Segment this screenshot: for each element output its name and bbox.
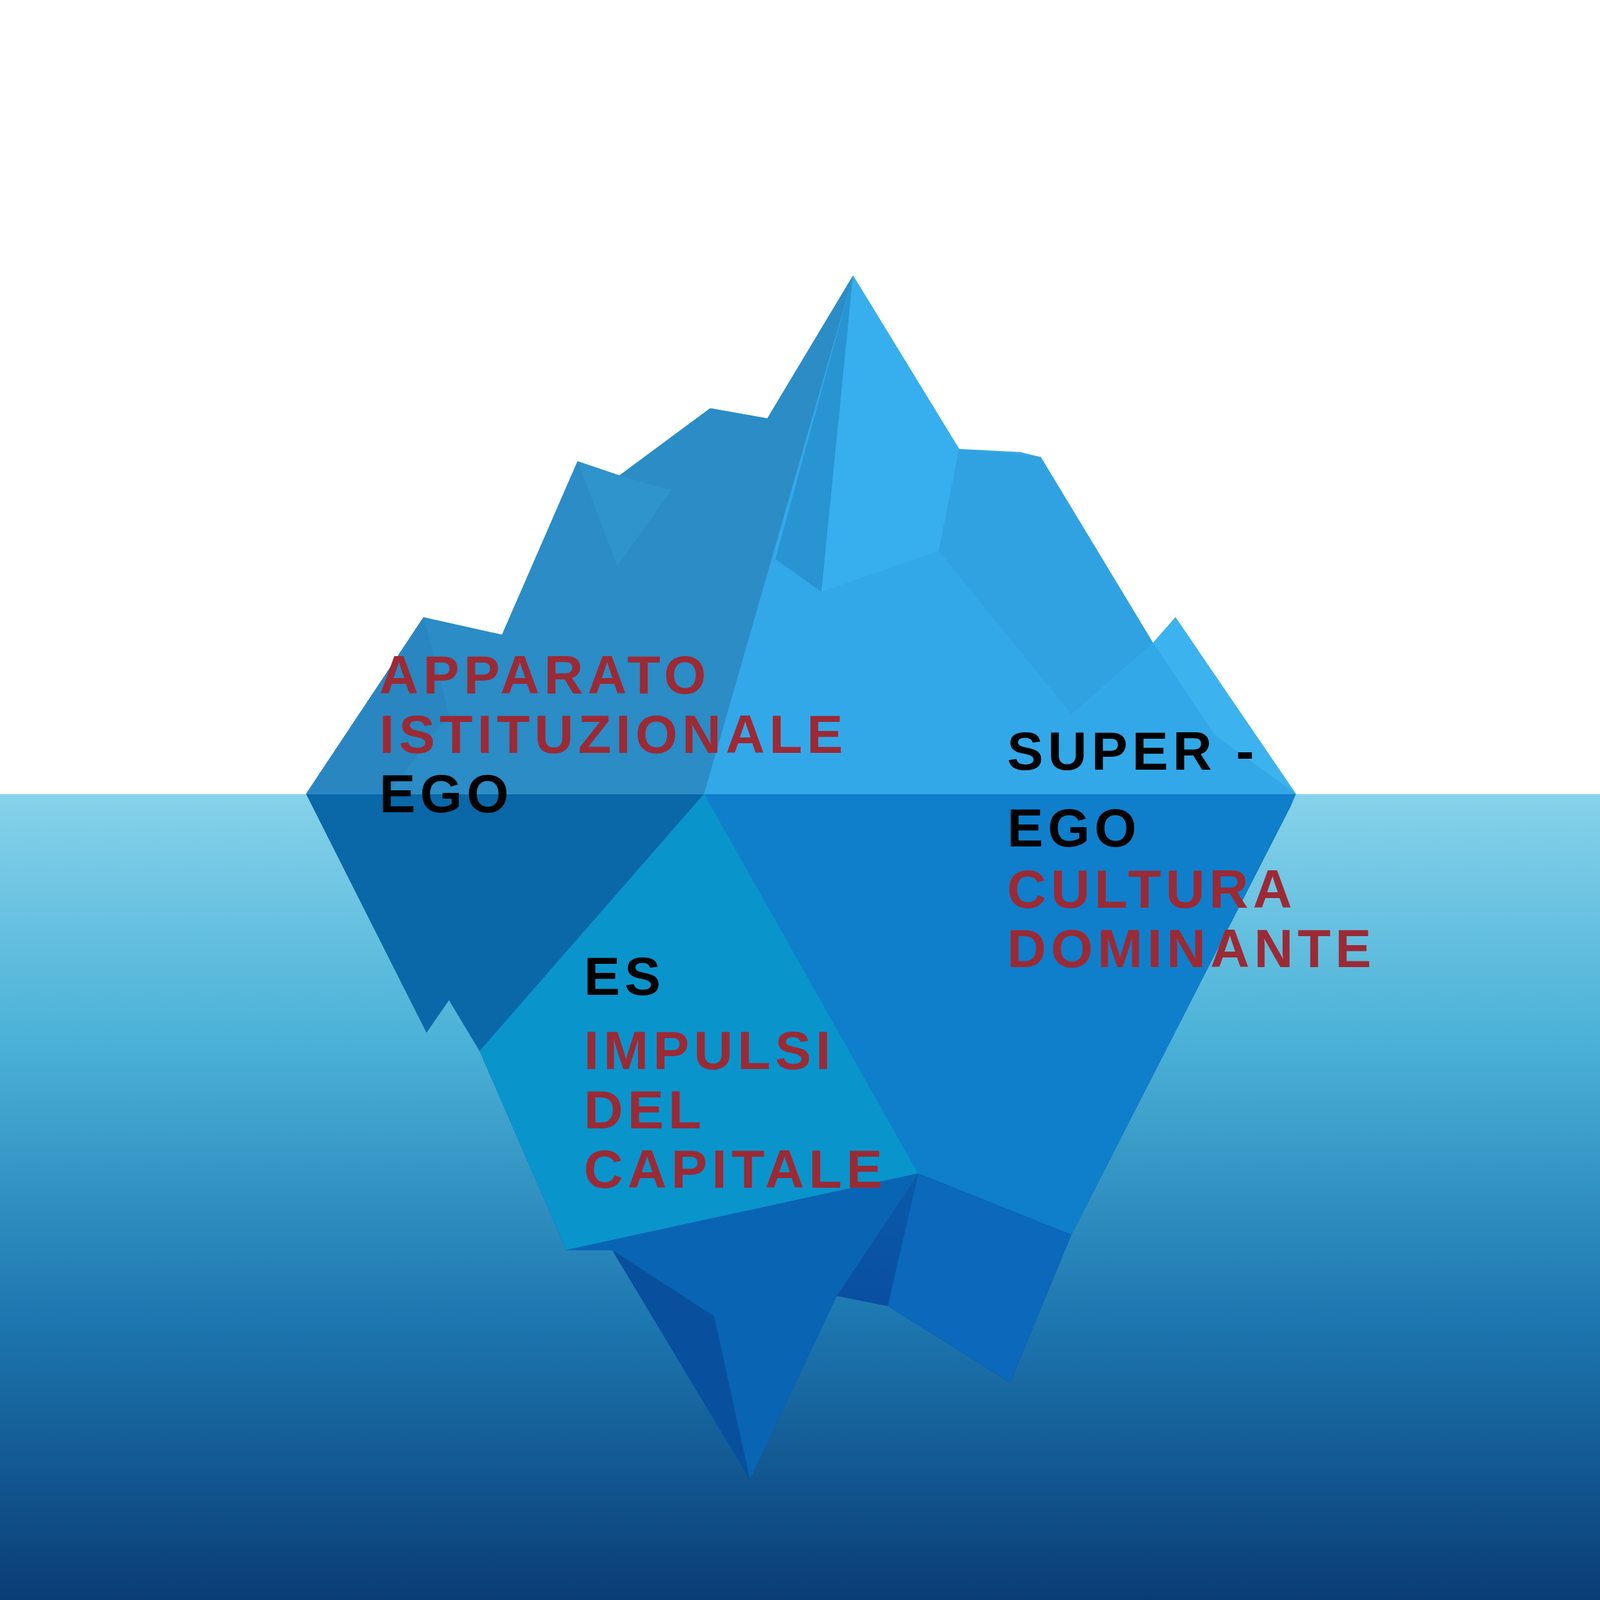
culture-label: CULTURA DOMINANTE — [1007, 859, 1420, 979]
iceberg-facet — [566, 1173, 919, 1480]
institution-label: APPARATO ISTITUZIONALE — [379, 645, 909, 764]
iceberg-facet — [887, 1173, 1072, 1383]
iceberg-facet — [612, 1249, 751, 1480]
psyche-term: SUPER -EGO — [1007, 712, 1298, 867]
iceberg-facet — [938, 449, 1153, 715]
iceberg-facet — [577, 461, 672, 567]
water — [0, 794, 1600, 1600]
sky — [0, 0, 1600, 795]
psyche-term: EGO — [379, 763, 909, 824]
capital-label: IMPULSI DEL CAPITALE — [583, 1020, 933, 1199]
iceberg-facet — [821, 275, 960, 592]
psyche-term: ES — [583, 946, 920, 1006]
iceberg-tip — [305, 275, 1296, 794]
